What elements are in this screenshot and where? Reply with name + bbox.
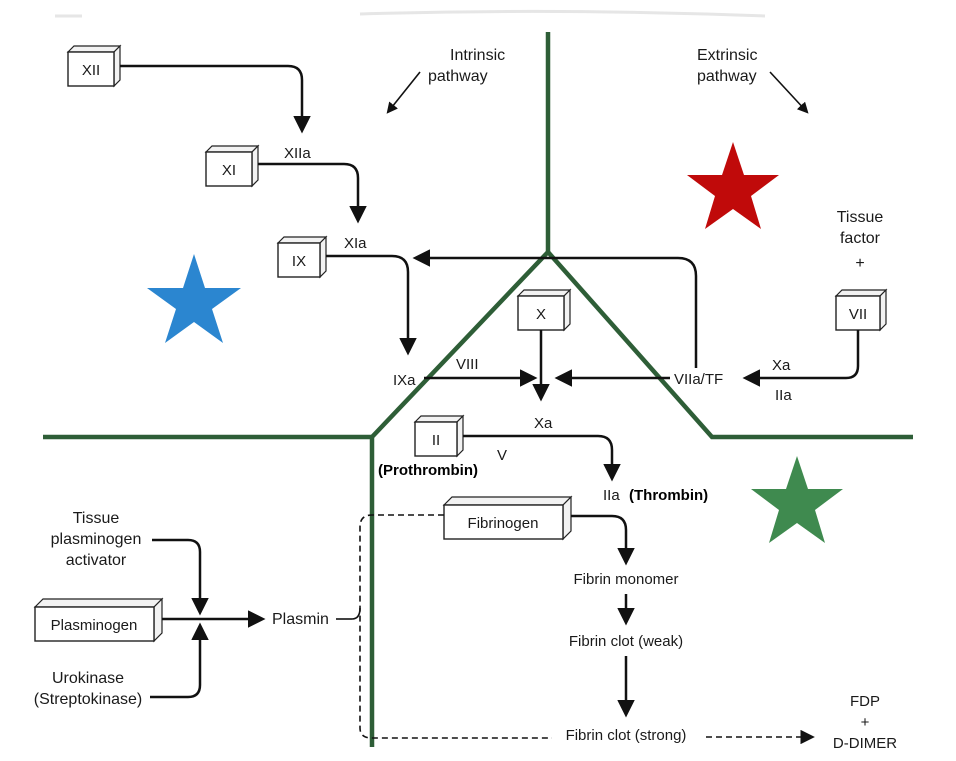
- fibrin-weak-label: Fibrin clot (weak): [569, 633, 683, 650]
- ixa-label: IXa: [393, 372, 416, 389]
- factor-box-fibrinogen: Fibrinogen: [442, 495, 573, 541]
- plasmin-bracket: [336, 514, 552, 739]
- tpa-label: Tissue: [73, 510, 120, 527]
- viii-label: VIII: [456, 356, 479, 373]
- factor-box-xii: XII: [66, 44, 122, 88]
- factor-box-ii: II: [413, 414, 465, 458]
- factor-box-xi: XI: [204, 144, 260, 188]
- tpa-label: plasminogen: [51, 531, 142, 548]
- plasmin-label: Plasmin: [272, 611, 329, 628]
- arrow-urokinase: [150, 622, 209, 699]
- pathway-divider: [43, 32, 913, 747]
- extrinsic-pathway-label: Extrinsic: [697, 47, 757, 64]
- arrow-ix-to-ixa: [326, 254, 417, 356]
- arrow-ii-to-iia: [463, 434, 621, 482]
- svg-text:Plasminogen: Plasminogen: [51, 617, 138, 634]
- arrow-xii-to-xi: [120, 64, 311, 134]
- svg-text:VII: VII: [849, 306, 867, 323]
- viia-tf-label: VIIa/TF: [674, 371, 723, 388]
- urokinase-label: (Streptokinase): [34, 691, 143, 708]
- factor-box-x: X: [516, 288, 572, 332]
- blue-star-icon: [147, 254, 241, 343]
- factor-box-plasminogen: Plasminogen: [33, 597, 164, 643]
- svg-text:II: II: [432, 432, 440, 449]
- iia-right-label: IIa: [775, 387, 792, 404]
- arrow-viia-feedback: [412, 249, 698, 368]
- arrow-xi-to-ix: [258, 162, 367, 224]
- prothrombin-label: (Prothrombin): [378, 462, 478, 479]
- fdp-plus: +: [861, 714, 870, 731]
- tpa-label: activator: [66, 552, 127, 569]
- factor-box-vii: VII: [834, 288, 888, 332]
- tissue-factor-label: factor: [840, 230, 881, 247]
- fdp-label: FDP: [850, 693, 880, 710]
- xa-center-label: Xa: [534, 415, 553, 432]
- red-star-icon: [687, 142, 779, 229]
- arrow-fibrinogen-to-monomer: [571, 514, 635, 566]
- tissue-factor-label: Tissue: [837, 209, 884, 226]
- intrinsic-pathway-label: Intrinsic: [450, 47, 505, 64]
- svg-text:XII: XII: [82, 62, 100, 79]
- extrinsic-pathway-label: pathway: [697, 68, 757, 85]
- v-label: V: [497, 447, 507, 464]
- extrinsic-arrow: [769, 71, 809, 114]
- xia-label: XIa: [344, 235, 367, 252]
- top-edge-decoration: [359, 9, 766, 18]
- svg-text:XI: XI: [222, 162, 236, 179]
- intrinsic-arrow: [386, 71, 421, 114]
- arrow-tpa: [152, 538, 209, 616]
- svg-text:X: X: [536, 306, 546, 323]
- svg-text:Fibrinogen: Fibrinogen: [468, 515, 539, 532]
- svg-text:IX: IX: [292, 253, 306, 270]
- tissue-factor-plus: +: [855, 255, 864, 272]
- arrow-vii-to-viia: [742, 330, 860, 387]
- fibrin-monomer-label: Fibrin monomer: [573, 571, 678, 588]
- d-dimer-label: D-DIMER: [833, 735, 897, 752]
- xa-right-label: Xa: [772, 357, 791, 374]
- xiia-label: XIIa: [284, 145, 311, 162]
- urokinase-label: Urokinase: [52, 670, 124, 687]
- iia-label: IIa: [603, 487, 620, 504]
- green-star-icon: [751, 456, 843, 543]
- factor-box-ix: IX: [276, 235, 328, 279]
- fibrin-strong-label: Fibrin clot (strong): [566, 727, 687, 744]
- intrinsic-pathway-label: pathway: [428, 68, 488, 85]
- thrombin-label: (Thrombin): [629, 487, 708, 504]
